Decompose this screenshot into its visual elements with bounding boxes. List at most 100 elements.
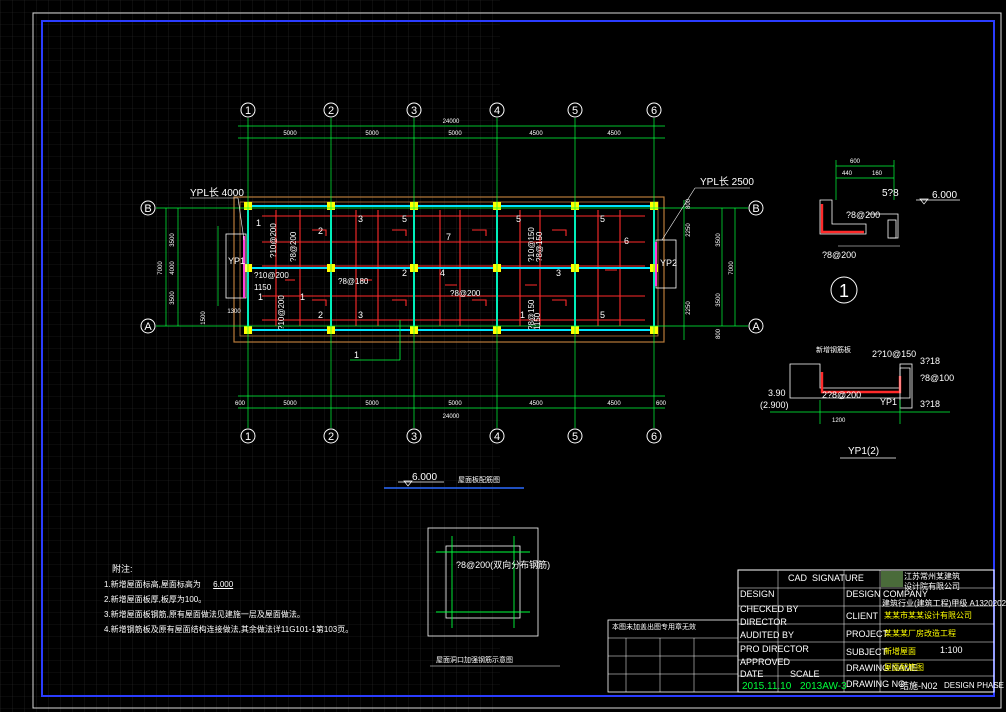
axis-3-top: 3 xyxy=(411,105,417,117)
tb-approved: APPROVED xyxy=(740,657,791,667)
dim-top-1: 5000 xyxy=(283,131,297,137)
panel-no: 5 xyxy=(516,214,521,224)
dim-right-2: 2250 xyxy=(686,301,692,315)
rebar-tag: ?10@200 xyxy=(254,271,289,280)
dim-top-2: 5000 xyxy=(365,131,379,137)
panel-no: 3 xyxy=(358,310,363,320)
axis-6-bottom: 6 xyxy=(651,431,657,443)
yp1-rebar-c: ?8@100 xyxy=(920,373,954,383)
tb-stamp: 本图未加盖出图专用章无效 xyxy=(612,624,696,631)
dim-right-4: 3500 xyxy=(716,293,722,307)
rebar-tag: ?10@200 xyxy=(277,295,286,330)
tb-drawing-no-lbl: DRAWING NO xyxy=(846,679,906,689)
yp1-label: YP1 xyxy=(228,256,245,266)
axis-a-right: A xyxy=(752,321,760,333)
tb-pro-director: PRO DIRECTOR xyxy=(740,644,809,654)
rebar-tag: ?8@200 xyxy=(289,231,298,262)
tb-client-val: 某某市某某设计有限公司 xyxy=(884,611,972,620)
yp1-elev-a: 3.90 xyxy=(768,388,786,398)
axis-6-top: 6 xyxy=(651,105,657,117)
canopy-yp1 xyxy=(225,233,247,299)
tb-checked: CHECKED BY xyxy=(740,604,799,614)
plan-boundary xyxy=(233,196,665,343)
dim-top-3: 5000 xyxy=(448,131,462,137)
notes-block: 附注: 1.新增屋面标高,屋面标高为 6.000 2.新增屋面板厚,板厚为100… xyxy=(104,562,414,637)
sheet-outer-border xyxy=(32,12,1002,709)
tb-design: DESIGN xyxy=(740,589,775,599)
tb-drawing-name-lbl: DRAWING NAME xyxy=(846,663,918,673)
panel-no: 5 xyxy=(600,214,605,224)
sec1-dim-a: 440 xyxy=(842,171,853,177)
dim-bot-0: 600 xyxy=(235,401,246,407)
panel-no: 2 xyxy=(318,226,323,236)
sec1-elev: 6.000 xyxy=(932,190,957,201)
sec1-dim-b: 160 xyxy=(872,171,883,177)
note-item-3: 3.新增屋面板钢筋,原有屋面做法见建施一层及屋面做法。 xyxy=(104,610,305,619)
yp1-note: 新增钢筋板 xyxy=(816,345,851,354)
dim-left-small-1: 1300 xyxy=(227,309,241,315)
tb-project-lbl: PROJECT xyxy=(846,629,889,639)
panel-no: 3 xyxy=(358,214,363,224)
yp1-dim: 1200 xyxy=(832,418,846,424)
axis-a-left: A xyxy=(144,321,152,333)
note-item-1: 1.新增屋面标高,屋面标高为 6.000 xyxy=(104,577,414,592)
dim-left-3: 3500 xyxy=(170,291,176,305)
model-grid xyxy=(0,0,500,712)
yp1-title: YP1(2) xyxy=(848,446,879,457)
opening-detail: ?8@200(双向分布钢筋) 屋面洞口加强钢筋示意图 xyxy=(427,527,560,667)
section-1-detail: 600 440 160 5?8 6.000 ?8@200 ?8@200 1 xyxy=(819,159,960,304)
sheet-inner-border xyxy=(41,20,995,697)
dim-right-1: 2250 xyxy=(686,223,692,237)
dim-right-bottom: 800 xyxy=(716,328,722,339)
axis-5-bottom: 5 xyxy=(572,431,578,443)
plan-view: 1 2 3 4 5 6 1 2 3 4 5 6 B xyxy=(140,102,764,444)
notes-heading: 附注: xyxy=(112,564,133,574)
axis-bubbles-bottom: 1 2 3 4 5 6 xyxy=(240,428,662,444)
yp1-elev-b: (2.900) xyxy=(760,400,789,410)
sec1-rebar1: ?8@200 xyxy=(846,210,880,220)
dim-top-4: 4500 xyxy=(529,131,543,137)
dim-left-1: 3500 xyxy=(170,233,176,247)
ypl-right-label: YPL长 2500 xyxy=(700,176,754,188)
tb-design-company: DESIGN COMPANY xyxy=(846,589,928,599)
tb-dwg-no: 结施-N02 xyxy=(900,681,938,691)
rebar-tag: ?8@180 xyxy=(338,277,369,286)
axis-5-top: 5 xyxy=(572,105,578,117)
axis-4-bottom: 4 xyxy=(494,431,500,443)
dim-right-3: 3500 xyxy=(716,233,722,247)
dimension-texts: 24000 5000 5000 5000 4500 4500 600 5000 … xyxy=(158,119,735,420)
dim-bot-5: 4500 xyxy=(607,401,621,407)
tb-company: 江苏常州某建筑 xyxy=(904,572,960,581)
yp2-label: YP2 xyxy=(660,258,677,268)
panel-no: 3 xyxy=(556,268,561,278)
panel-no: 4 xyxy=(440,268,445,278)
note-item-2: 2.新增屋面板厚,板厚为100。 xyxy=(104,595,207,604)
dim-total-top: 24000 xyxy=(443,119,460,125)
axis-1-bottom: 1 xyxy=(245,431,251,443)
dim-total-bottom: 24000 xyxy=(443,414,460,420)
yp1-lbl: YP1 xyxy=(880,397,897,407)
tb-date: 2015.11.10 xyxy=(742,681,792,692)
rebar-tag: ?10@200 xyxy=(269,223,278,258)
opening-rebar: ?8@200(双向分布钢筋) xyxy=(456,559,550,570)
tb-scale-lbl: SCALE xyxy=(790,669,820,679)
rebar-tags: ?10@200 ?10@200 ?8@180 ?8@200 ?10@150 ?8… xyxy=(254,223,544,330)
panel-no: 7 xyxy=(446,232,451,242)
yp1-rebar-b: 3?18 xyxy=(920,356,940,366)
dim-right-total: 7000 xyxy=(729,261,735,275)
dim-bot-4: 4500 xyxy=(529,401,543,407)
tb-company2: 设计院有限公司 xyxy=(904,582,960,591)
sec1-tag: 5?8 xyxy=(882,188,899,199)
axis-2-bottom: 2 xyxy=(328,431,334,443)
section-marker: 1 xyxy=(350,320,401,361)
dim-bot-2: 5000 xyxy=(365,401,379,407)
panel-no: 6 xyxy=(624,236,629,246)
dim-right-top: 800 xyxy=(686,198,692,209)
yp1-rebar-e: 3?18 xyxy=(920,399,940,409)
axis-3-bottom: 3 xyxy=(411,431,417,443)
panel-numbers: 1 2 3 5 7 5 5 6 1 1 4 2 3 2 3 5 1 xyxy=(256,214,629,320)
rebar-tag: 1150 xyxy=(254,283,272,292)
panel-no: 2 xyxy=(402,268,407,278)
ypl-left-label: YPL长 4000 xyxy=(190,187,244,199)
